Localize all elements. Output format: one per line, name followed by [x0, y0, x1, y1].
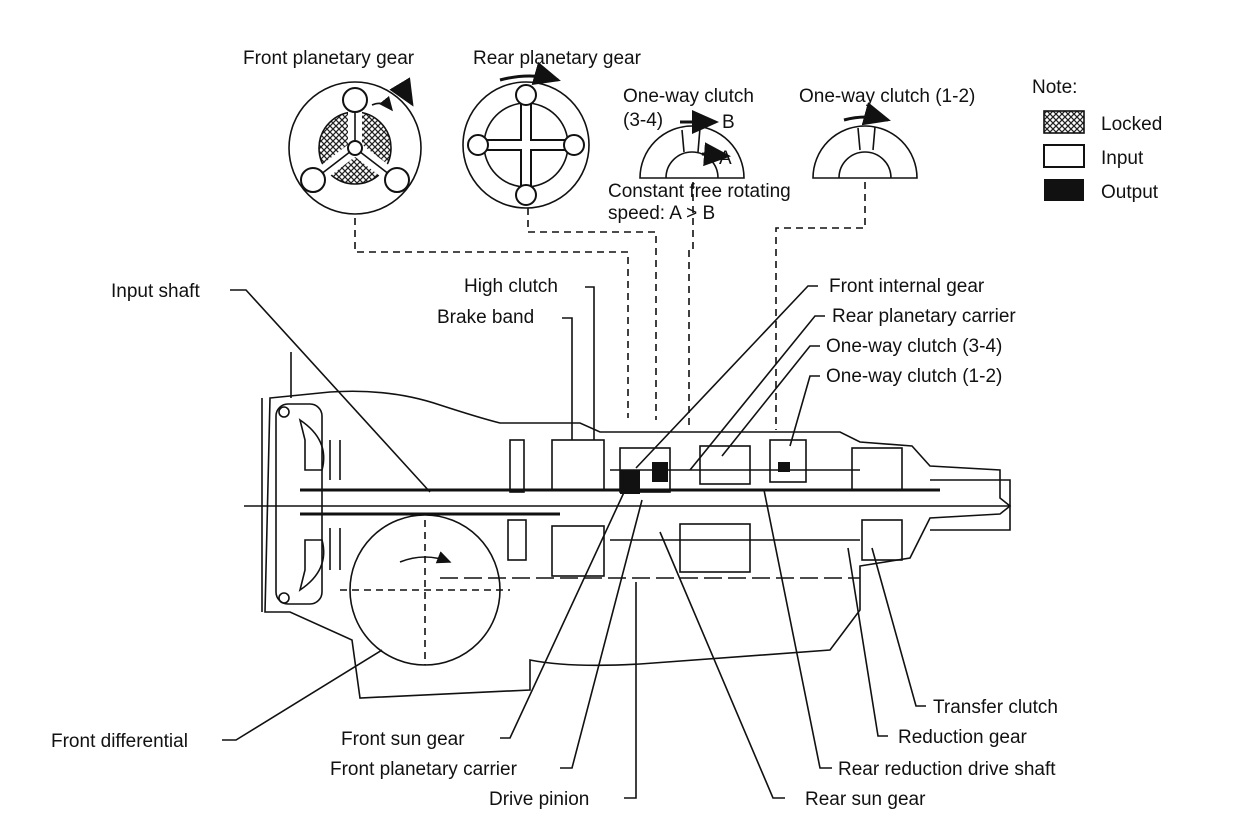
front-sun-gear-label: Front sun gear	[341, 729, 465, 750]
rear-planetary-gear-label: Rear planetary gear	[473, 48, 642, 69]
reduction-gear-label: Reduction gear	[898, 727, 1028, 748]
legend-input-label: Input	[1101, 148, 1144, 169]
one-way-clutch-34-label: One-way clutch (3-4)	[826, 336, 1002, 357]
front-planetary-carrier-label: Front planetary carrier	[330, 759, 518, 780]
legend-title: Note:	[1032, 77, 1077, 98]
constant-speed-label: Constant free rotating	[608, 181, 791, 202]
legend-output-label: Output	[1101, 182, 1159, 203]
rear-planetary-carrier-label: Rear planetary carrier	[832, 306, 1016, 327]
one-way-clutch-34-figure	[639, 110, 745, 179]
one-way-clutch-12-top-label: One-way clutch (1-2)	[799, 86, 975, 107]
leader-lines	[222, 285, 926, 799]
transmission-body	[244, 352, 1012, 699]
arrow-b-label: B	[722, 112, 735, 133]
drive-pinion-label: Drive pinion	[489, 789, 589, 810]
rear-planetary-gear-figure	[462, 61, 590, 209]
rear-sun-gear-label: Rear sun gear	[805, 789, 926, 810]
input-shaft-label: Input shaft	[111, 281, 200, 302]
one-way-clutch-34-top-label: One-way clutch	[623, 86, 754, 107]
one-way-clutch-12-figure	[812, 102, 918, 179]
constant-speed-value: speed: A > B	[608, 203, 715, 224]
brake-band-label: Brake band	[437, 307, 534, 328]
rear-reduction-drive-shaft-label: Rear reduction drive shaft	[838, 759, 1056, 780]
front-planetary-gear-label: Front planetary gear	[243, 48, 415, 69]
arrow-a-label: A	[719, 148, 732, 169]
high-clutch-label: High clutch	[464, 276, 558, 297]
front-planetary-gear-figure	[288, 77, 422, 215]
transfer-clutch-label: Transfer clutch	[933, 697, 1058, 718]
dashed-connectors	[354, 182, 866, 430]
front-differential-label: Front differential	[51, 731, 188, 752]
front-internal-gear-label: Front internal gear	[829, 276, 985, 297]
legend-locked-label: Locked	[1101, 114, 1162, 135]
legend	[1043, 110, 1085, 201]
one-way-clutch-12-label: One-way clutch (1-2)	[826, 366, 1002, 387]
one-way-clutch-34-top-sublabel: (3-4)	[623, 110, 663, 131]
